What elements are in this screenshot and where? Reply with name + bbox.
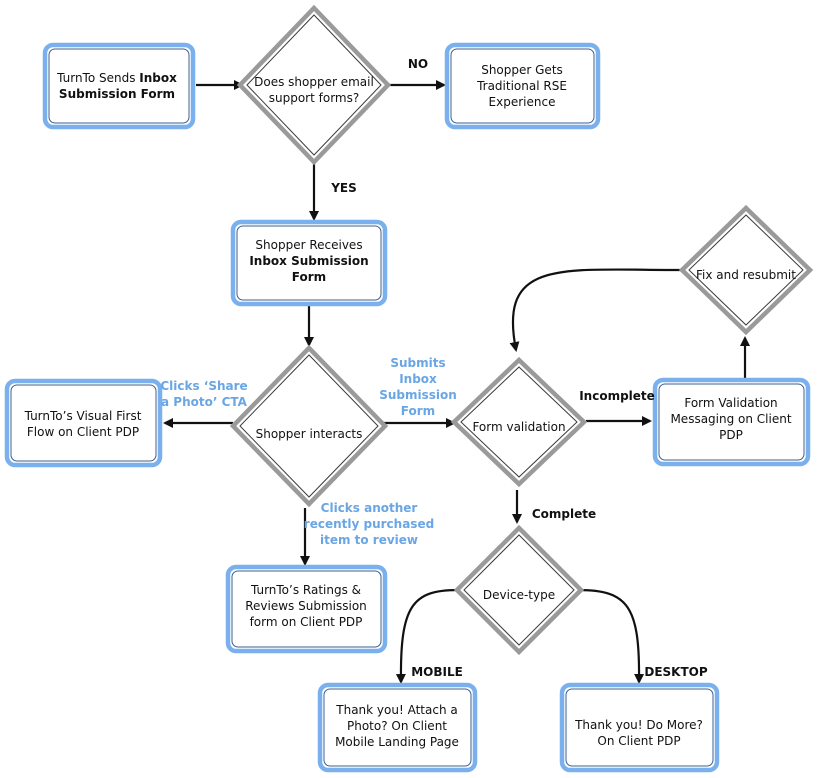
node-form-validation-decision: Form validation <box>450 356 588 488</box>
edge-label-line: Complete <box>532 507 596 521</box>
node-label: Shopper interacts <box>256 427 363 441</box>
node-label-run: Shopper Receives <box>255 238 362 252</box>
edge-label-line: Inbox <box>399 372 437 386</box>
node-label-run: form on Client PDP <box>250 615 363 629</box>
node-label-run: Mobile Landing Page <box>335 735 459 749</box>
node-label-run: TurnTo’s Visual First <box>24 409 142 423</box>
node-label-run: Shopper Gets <box>481 63 563 77</box>
edges <box>163 80 750 684</box>
edge-label-line: item to review <box>320 533 418 547</box>
edge-label-line: Form <box>401 404 435 418</box>
node-label-run: Messaging on Client <box>670 412 791 426</box>
edge-label-line: NO <box>408 57 428 71</box>
node-label-run: Thank you! Do More? <box>574 718 703 732</box>
node-label-run: Experience <box>489 95 556 109</box>
node-label: Form validation <box>472 420 565 434</box>
node-label-run: Form validation <box>472 420 565 434</box>
edge-label-line: YES <box>330 181 357 195</box>
node-label-run: Thank you! Attach a <box>335 703 457 717</box>
node-label-run: TurnTo’s Ratings & <box>250 583 361 597</box>
edge-label-line: a Photo’ CTA <box>161 395 248 409</box>
edge-labels: NO YES Clicks ‘Share a Photo’ CTA Submits… <box>160 57 708 679</box>
edge-label-share-photo: Clicks ‘Share a Photo’ CTA <box>160 379 247 409</box>
node-label: Device-type <box>483 588 555 602</box>
edge-fix-to-validation <box>509 268 683 352</box>
node-label-run: Submission Form <box>59 87 175 101</box>
node-device-type-decision: Device-type <box>453 524 585 656</box>
node-thank-you-desktop: Thank you! Do More? On Client PDP <box>559 682 720 773</box>
node-label-run: On Client PDP <box>597 734 680 748</box>
node-label: Thank you! Do More? On Client PDP <box>574 718 703 748</box>
edge-label-mobile: MOBILE <box>411 665 463 679</box>
node-label-run: Traditional RSE <box>476 79 567 93</box>
edge-label-yes: YES <box>330 181 357 195</box>
edge-label-no: NO <box>408 57 428 71</box>
node-label-run: PDP <box>719 428 743 442</box>
node-email-support-decision: Does shopper email support forms? <box>236 4 392 166</box>
edge-device-to-mobile <box>395 588 459 684</box>
edge-label-complete: Complete <box>532 507 596 521</box>
edge-label-incomplete: Incomplete <box>579 389 655 403</box>
node-shopper-interacts-decision: Shopper interacts <box>229 344 389 508</box>
edge-label-line: recently purchased <box>304 517 434 531</box>
node-label-run: Fix and resubmit <box>696 268 796 282</box>
edge-label-line: Incomplete <box>579 389 655 403</box>
node-label-run: support forms? <box>269 91 360 105</box>
node-label-run: Form Validation <box>684 396 777 410</box>
node-label-run: TurnTo Sends <box>56 71 139 85</box>
edge-label-line: Clicks another <box>321 501 418 515</box>
node-label-run: Does shopper email <box>254 75 374 89</box>
node-label: TurnTo’s Ratings & Reviews Submission form… <box>245 583 367 629</box>
node-label-run: Photo? On Client <box>347 719 447 733</box>
edge-label-line: Submits <box>390 356 445 370</box>
node-label-run: Shopper interacts <box>256 427 363 441</box>
node-label: Fix and resubmit <box>696 268 796 282</box>
node-label-run: Device-type <box>483 588 555 602</box>
edge-label-line: MOBILE <box>411 665 463 679</box>
node-ratings-reviews: TurnTo’s Ratings & Reviews Submission form… <box>225 564 388 654</box>
node-label-run: Inbox Submission <box>249 254 368 268</box>
edge-label-line: Clicks ‘Share <box>160 379 247 393</box>
edge-label-line: DESKTOP <box>644 665 707 679</box>
node-label: Does shopper email support forms? <box>254 75 374 105</box>
edge-label-line: Submission <box>379 388 457 402</box>
node-fix-resubmit-decision: Fix and resubmit <box>678 204 814 336</box>
edge-device-to-desktop <box>577 588 645 684</box>
node-label-run: Flow on Client PDP <box>27 425 139 439</box>
edge-label-desktop: DESKTOP <box>644 665 707 679</box>
edge-label-another-item: Clicks another recently purchased item to … <box>304 501 434 547</box>
node-label-run: Reviews Submission <box>245 599 367 613</box>
node-label-run: Inbox <box>139 71 177 85</box>
node-label-run: Form <box>292 270 326 284</box>
